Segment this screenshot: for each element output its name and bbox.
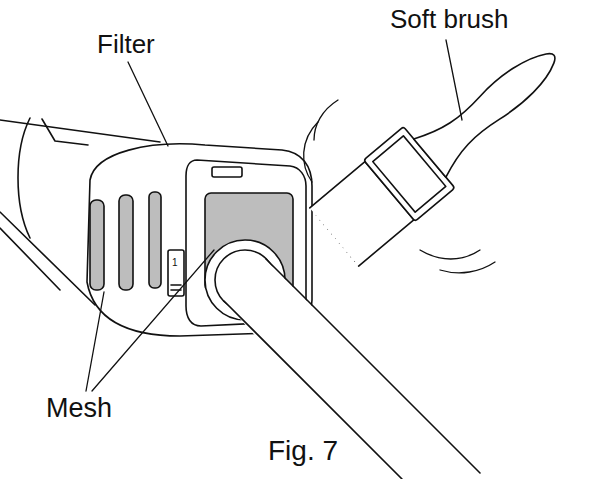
part-label: Mesh [46,395,112,422]
soft-brush [308,23,578,268]
part-label: Soft brush [390,6,509,32]
leader-lines [86,40,462,391]
hose [205,240,490,479]
figure-caption: Fig. 7 [268,437,338,465]
motion-marks [304,100,495,273]
part-label: Filter [97,31,155,57]
latch-mark: 1 [172,258,178,268]
